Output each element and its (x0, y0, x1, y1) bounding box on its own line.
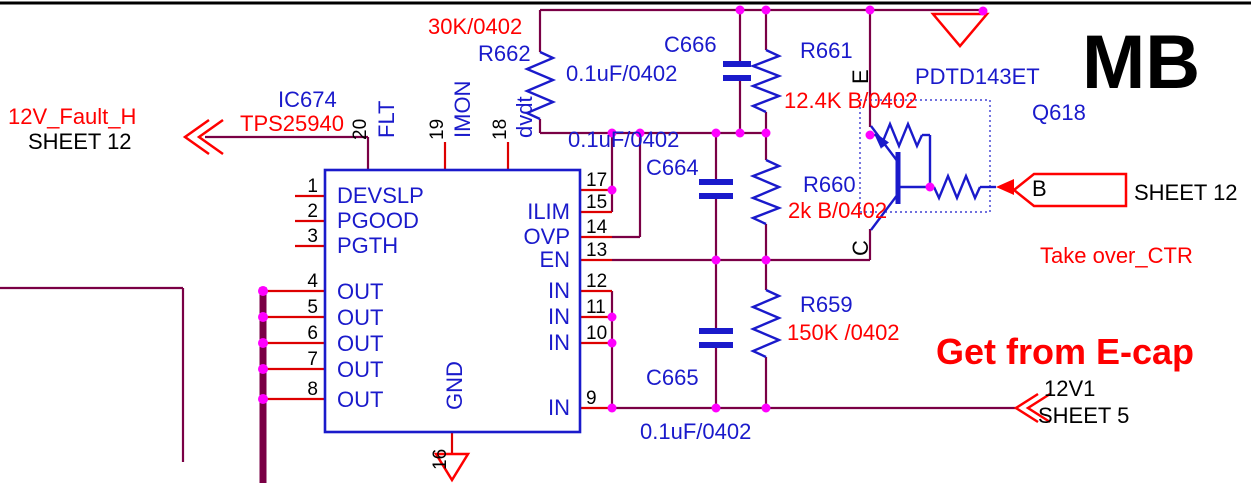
capacitor-c664-symbol (699, 179, 733, 199)
pin10-name: IN (548, 330, 570, 355)
pin13-number: 13 (586, 240, 607, 261)
q618-package-outline (859, 99, 991, 213)
pin19-name: IMON (450, 81, 475, 138)
ic-pin-stubs (266, 142, 612, 453)
pin11-name: IN (548, 304, 570, 329)
pin14-name: OVP (524, 224, 570, 249)
pin14-number: 14 (586, 217, 608, 238)
pin12-number: 12 (586, 271, 607, 292)
pin6-number: 6 (307, 323, 318, 344)
power-in-offpage-chevron (1013, 392, 1051, 424)
r659-ref-label: R659 (800, 292, 853, 317)
r661-ref-label: R661 (800, 38, 853, 63)
pin9-number: 9 (586, 388, 597, 409)
wire-nets (0, 8, 1018, 483)
pin4-number: 4 (307, 271, 318, 292)
power-in-sheet-label: SHEET 5 (1038, 403, 1129, 428)
pin4-name: OUT (337, 279, 383, 304)
fault-net-label: 12V_Fault_H (8, 104, 136, 129)
pin11-number: 11 (586, 297, 606, 318)
power-flag-top-symbol (930, 12, 990, 48)
resistor-r662-symbol (523, 50, 557, 121)
pin18-name: dvdt (512, 96, 537, 138)
pin7-name: OUT (337, 357, 383, 382)
pin16-number: 16 (430, 449, 451, 470)
pin3-name: PGTH (337, 233, 398, 258)
pin15-number: 15 (586, 192, 607, 213)
fault-offpage-chevron (182, 118, 224, 156)
q618-ref-label: Q618 (1032, 100, 1086, 125)
pin12-name: IN (548, 278, 570, 303)
pin15-name: ILIM (527, 199, 570, 224)
pin9-name: IN (548, 395, 570, 420)
sheet12-flag-label: SHEET 12 (1134, 180, 1238, 205)
gnd-symbol (433, 452, 471, 483)
c665-value-label: 0.1uF/0402 (640, 419, 751, 444)
ecap-note: Get from E-cap (936, 331, 1194, 372)
sheet12-flag-arrow (996, 179, 1014, 195)
pin10-number: 10 (586, 323, 607, 344)
junction-dots (258, 5, 988, 413)
resistor-r661-symbol (749, 48, 783, 114)
capacitor-c666-symbol (723, 61, 751, 81)
pin20-name: FLT (374, 101, 399, 138)
pin17-number: 17 (586, 170, 607, 191)
pin19-number: 19 (427, 119, 448, 140)
ic674-part-label: TPS25940 (240, 111, 344, 136)
takeover-note: Take over_CTR (1040, 243, 1193, 268)
pin18-number: 18 (490, 119, 511, 140)
pin5-number: 5 (307, 297, 318, 318)
pin2-name: PGOOD (337, 208, 419, 233)
q618-part-label: PDTD143ET (915, 64, 1040, 89)
q618-emitter-arrow (877, 134, 889, 148)
r661-value-label: 12.4K B/0402 (784, 88, 917, 113)
ic674-ref-label: IC674 (278, 87, 337, 112)
q618-collector-label: C (848, 240, 873, 256)
q618-emitter-label: E (848, 69, 873, 84)
r662-ref-label: R662 (478, 41, 531, 66)
pin20-number: 20 (350, 119, 371, 140)
title-block-page-label: MB (1082, 20, 1200, 105)
c664-value-label: 0.1uF/0402 (568, 127, 679, 152)
c665-ref-label: C665 (646, 365, 699, 390)
c666-value-label: 0.1uF/0402 (566, 61, 677, 86)
pin6-name: OUT (337, 331, 383, 356)
c666-ref-label: C666 (664, 32, 717, 57)
resistor-r659-symbol (749, 288, 783, 359)
pin1-name: DEVSLP (337, 183, 424, 208)
fault-sheet-label: SHEET 12 (28, 129, 132, 154)
ic674-body (323, 168, 582, 434)
pin13-name: EN (539, 247, 570, 272)
r660-value-label: 2k B/0402 (788, 198, 887, 223)
pin8-number: 8 (307, 379, 318, 400)
r659-value-label: 150K /0402 (787, 320, 900, 345)
power-in-net-label: 12V1 (1044, 376, 1095, 401)
pin3-number: 3 (307, 226, 318, 247)
pin16-name: GND (442, 361, 467, 410)
sheet12-flag (996, 172, 1128, 208)
pin1-number: 1 (307, 176, 318, 197)
r662-value-label: 30K/0402 (428, 14, 522, 39)
pin8-name: OUT (337, 387, 383, 412)
pin2-number: 2 (307, 201, 318, 222)
pin7-number: 7 (307, 349, 318, 370)
r660-ref-label: R660 (803, 172, 856, 197)
c664-ref-label: C664 (646, 155, 699, 180)
capacitor-c665-symbol (699, 328, 733, 348)
resistor-r660-symbol (749, 158, 783, 226)
q618-base-label: B (1032, 176, 1047, 201)
pin5-name: OUT (337, 305, 383, 330)
